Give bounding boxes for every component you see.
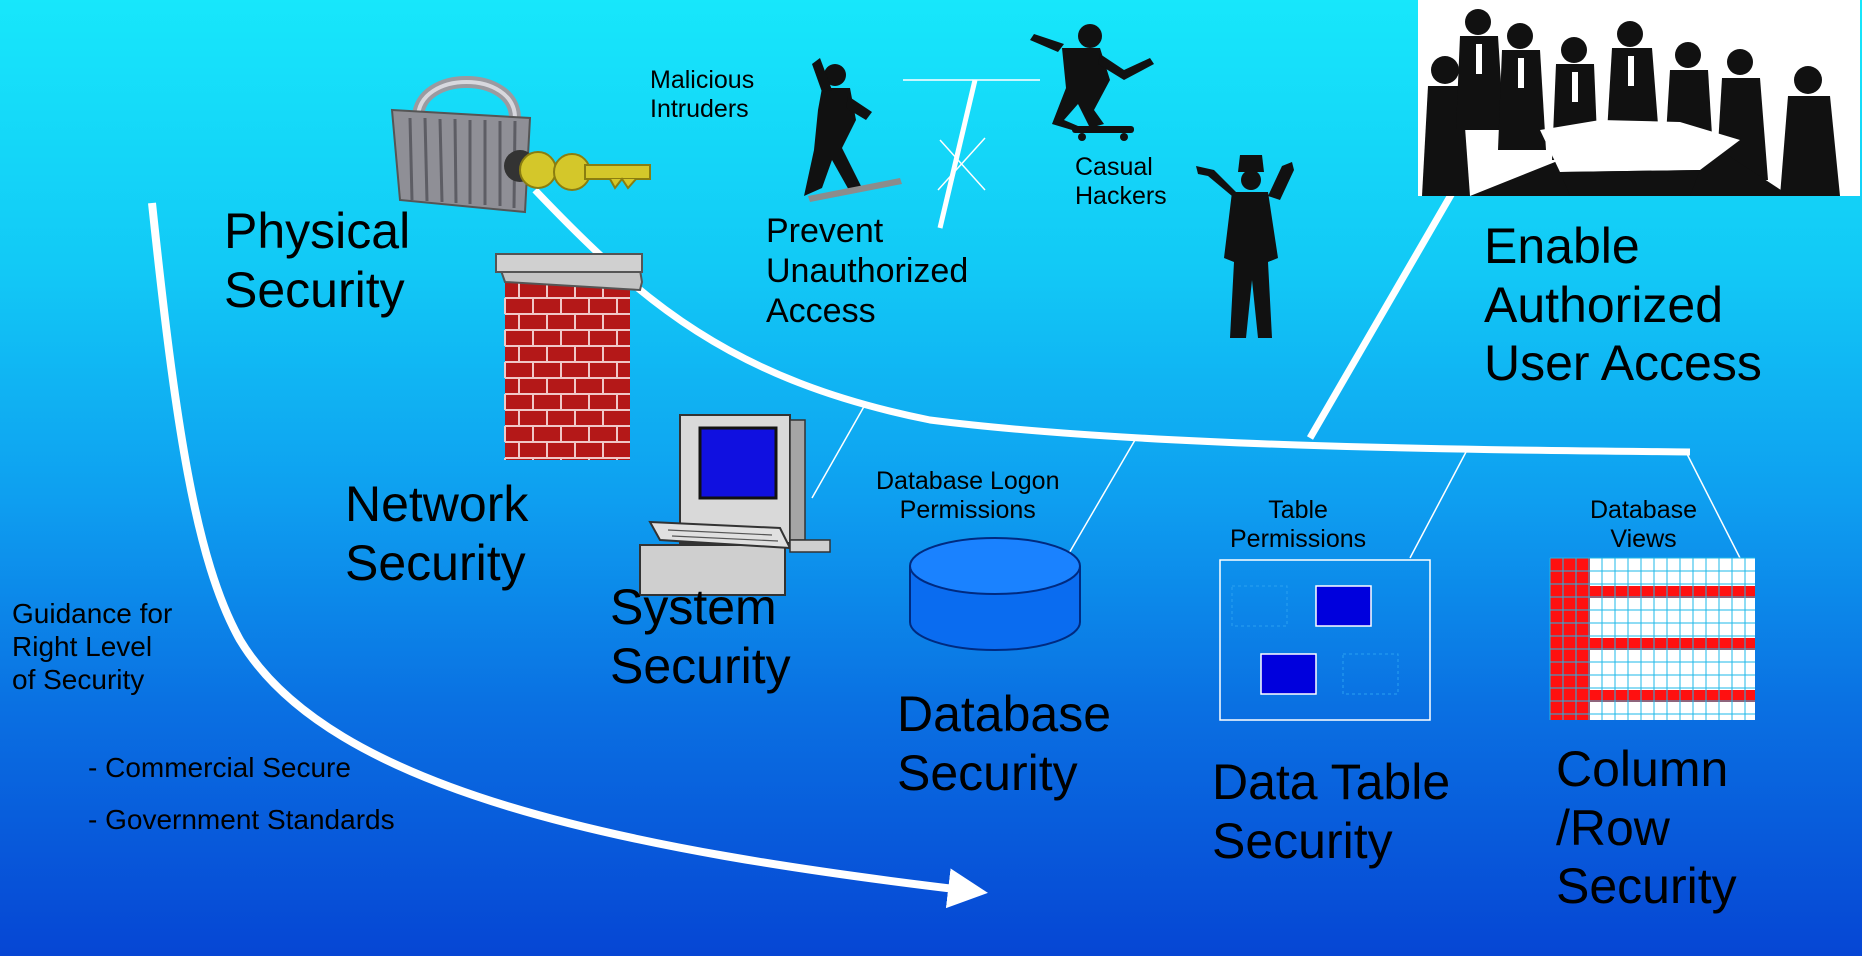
intruder-figure-icon — [804, 58, 902, 202]
authorized-access-line — [1306, 186, 1459, 440]
data-table-security-label: Data Table Security — [1212, 754, 1451, 869]
database-security-label: Database Security — [897, 686, 1112, 801]
police-officer-icon — [1196, 155, 1294, 338]
malicious-intruders-label: Malicious Intruders — [650, 66, 755, 124]
column-row-grid-icon — [1549, 557, 1755, 720]
guidance-label: Guidance for Right Level of Security — [12, 598, 173, 695]
casual-hackers-label: Casual Hackers — [1075, 153, 1167, 211]
database-views-label: Database Views — [1590, 496, 1698, 554]
system-security-label: System Security — [610, 579, 791, 694]
brick-wall-icon — [495, 253, 644, 460]
database-cylinder-icon — [909, 537, 1081, 651]
database-logon-permissions-label: Database Logon Permissions — [876, 467, 1060, 525]
prevent-unauthorized-access-label: Prevent Unauthorized Access — [766, 212, 969, 330]
prevent-barrier-line — [937, 79, 978, 229]
connector-lines — [811, 79, 1741, 559]
column-row-security-label: Column /Row Security — [1556, 741, 1737, 914]
network-security-label: Network Security — [345, 476, 529, 591]
commercial-secure-label: - Commercial Secure — [88, 752, 351, 783]
padlock-key-icon — [390, 76, 651, 214]
business-meeting-icon — [1418, 0, 1860, 196]
security-layers-curve — [532, 187, 1691, 456]
enable-authorized-access-label: Enable Authorized User Access — [1484, 218, 1762, 391]
table-permissions-icon — [1219, 559, 1431, 721]
skateboarder-figure-icon — [1030, 24, 1154, 141]
table-permissions-label: Table Permissions — [1230, 496, 1367, 554]
computer-icon — [639, 414, 831, 596]
government-standards-label: - Government Standards — [88, 804, 395, 835]
security-level-arrow — [148, 202, 988, 909]
physical-security-label: Physical Security — [224, 203, 411, 318]
